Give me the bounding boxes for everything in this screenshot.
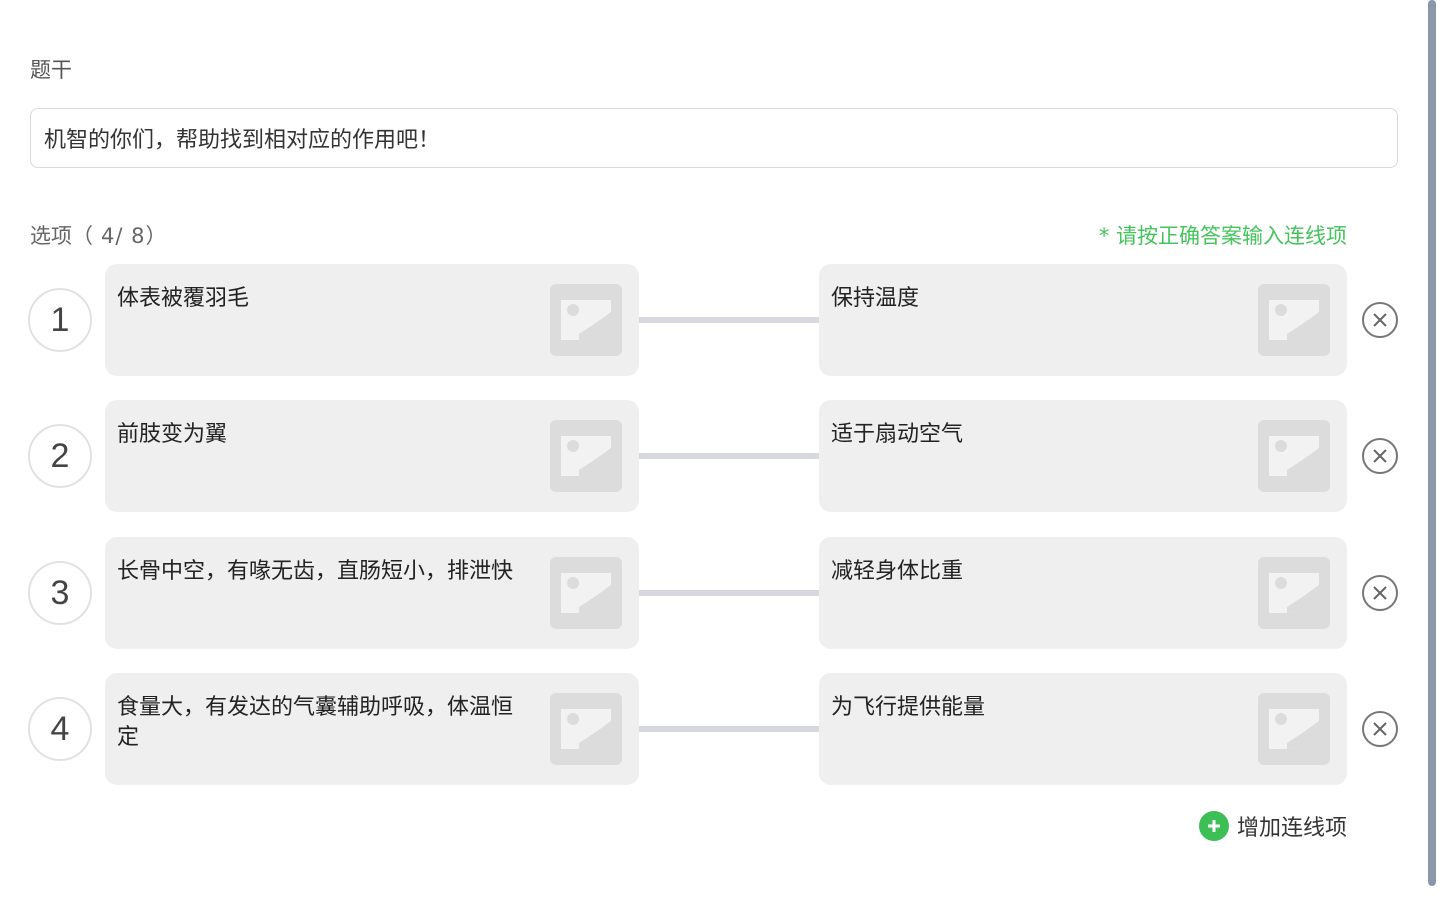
options-count: 4/ 8 bbox=[101, 224, 146, 248]
left-item-text[interactable]: 体表被覆羽毛 bbox=[117, 286, 250, 311]
image-placeholder-icon bbox=[1269, 709, 1319, 749]
stem-input[interactable] bbox=[30, 108, 1398, 168]
delete-pair-button[interactable] bbox=[1362, 438, 1398, 474]
left-item-card[interactable]: 体表被覆羽毛 bbox=[105, 264, 639, 376]
image-upload-button[interactable] bbox=[1258, 284, 1330, 356]
options-label: 选项（ bbox=[30, 224, 93, 248]
image-placeholder-icon bbox=[561, 709, 611, 749]
delete-pair-button[interactable] bbox=[1362, 575, 1398, 611]
delete-pair-button[interactable] bbox=[1362, 711, 1398, 747]
image-placeholder-icon bbox=[561, 436, 611, 476]
pair-row: 1 体表被覆羽毛 保持温度 bbox=[0, 264, 1440, 376]
delete-pair-button[interactable] bbox=[1362, 302, 1398, 338]
image-upload-button[interactable] bbox=[1258, 557, 1330, 629]
image-upload-button[interactable] bbox=[550, 693, 622, 765]
pair-number: 1 bbox=[28, 288, 92, 352]
image-upload-button[interactable] bbox=[1258, 693, 1330, 765]
options-close-paren: ） bbox=[145, 224, 167, 248]
stem-label: 题干 bbox=[30, 58, 72, 82]
connector-line bbox=[639, 317, 819, 323]
right-item-card[interactable]: 保持温度 bbox=[819, 264, 1347, 376]
right-item-text[interactable]: 减轻身体比重 bbox=[831, 559, 964, 584]
image-placeholder-icon bbox=[561, 573, 611, 613]
close-icon bbox=[1373, 722, 1387, 736]
right-item-card[interactable]: 为飞行提供能量 bbox=[819, 673, 1347, 785]
image-upload-button[interactable] bbox=[550, 557, 622, 629]
close-icon bbox=[1373, 313, 1387, 327]
image-upload-button[interactable] bbox=[1258, 420, 1330, 492]
close-icon bbox=[1373, 586, 1387, 600]
image-placeholder-icon bbox=[561, 300, 611, 340]
right-item-card[interactable]: 适于扇动空气 bbox=[819, 400, 1347, 512]
image-upload-button[interactable] bbox=[550, 284, 622, 356]
pair-row: 2 前肢变为翼 适于扇动空气 bbox=[0, 400, 1440, 512]
pair-number: 2 bbox=[28, 424, 92, 488]
image-placeholder-icon bbox=[1269, 300, 1319, 340]
left-item-card[interactable]: 长骨中空，有喙无齿，直肠短小，排泄快 bbox=[105, 537, 639, 649]
connector-line bbox=[639, 590, 819, 596]
right-item-text[interactable]: 适于扇动空气 bbox=[831, 422, 964, 447]
vertical-scrollbar[interactable] bbox=[1428, 0, 1436, 886]
left-item-text[interactable]: 食量大，有发达的气囊辅助呼吸，体温恒定 bbox=[117, 695, 514, 750]
image-placeholder-icon bbox=[1269, 436, 1319, 476]
options-header: 选项（ 4/ 8） bbox=[30, 220, 166, 250]
close-icon bbox=[1373, 449, 1387, 463]
connector-line bbox=[639, 453, 819, 459]
right-item-text[interactable]: 为飞行提供能量 bbox=[831, 695, 986, 720]
right-item-text[interactable]: 保持温度 bbox=[831, 286, 920, 311]
left-item-card[interactable]: 前肢变为翼 bbox=[105, 400, 639, 512]
left-item-text[interactable]: 长骨中空，有喙无齿，直肠短小，排泄快 bbox=[117, 559, 514, 584]
add-pair-button[interactable]: 增加连线项 bbox=[1198, 810, 1347, 842]
image-placeholder-icon bbox=[1269, 573, 1319, 613]
right-item-card[interactable]: 减轻身体比重 bbox=[819, 537, 1347, 649]
pair-number: 4 bbox=[28, 697, 92, 761]
pair-row: 4 食量大，有发达的气囊辅助呼吸，体温恒定 为飞行提供能量 bbox=[0, 673, 1440, 785]
pair-number: 3 bbox=[28, 561, 92, 625]
left-item-text[interactable]: 前肢变为翼 bbox=[117, 422, 228, 447]
plus-circle-icon bbox=[1198, 811, 1229, 841]
add-pair-label: 增加连线项 bbox=[1236, 816, 1347, 841]
image-upload-button[interactable] bbox=[550, 420, 622, 492]
pair-row: 3 长骨中空，有喙无齿，直肠短小，排泄快 减轻身体比重 bbox=[0, 537, 1440, 649]
left-item-card[interactable]: 食量大，有发达的气囊辅助呼吸，体温恒定 bbox=[105, 673, 639, 785]
hint-text: * 请按正确答案输入连线项 bbox=[1098, 224, 1347, 248]
connector-line bbox=[639, 726, 819, 732]
